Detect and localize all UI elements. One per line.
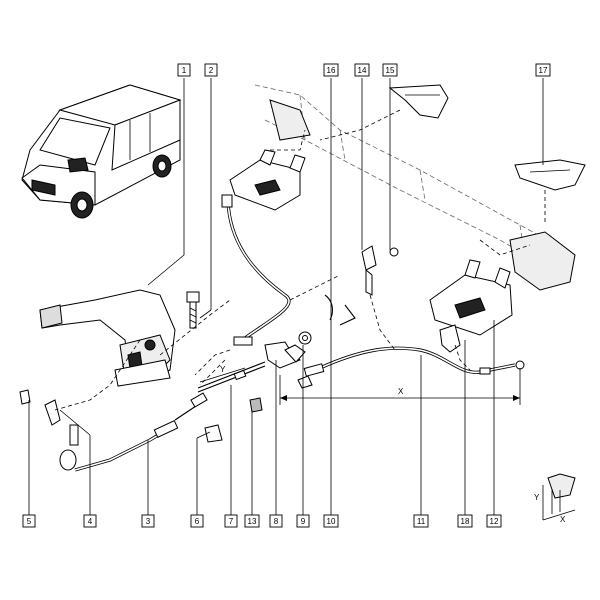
callout-9: 9 [296, 514, 310, 528]
callout-10-label: 10 [327, 517, 336, 526]
callout-12: 12 [486, 514, 502, 528]
upper-bracket-left [388, 84, 449, 119]
dimension-inset: Y X [534, 473, 576, 524]
callout-7: 7 [224, 514, 238, 528]
callout-11: 11 [413, 514, 429, 528]
callout-2-label: 2 [209, 66, 214, 75]
callout-16-label: 16 [327, 66, 336, 75]
callout-4-label: 4 [88, 517, 93, 526]
callout-15-label: 15 [386, 66, 395, 75]
callout-8-label: 8 [274, 517, 279, 526]
callout-11-label: 11 [417, 517, 426, 526]
equalizer-rod [197, 361, 266, 393]
rear-cable [303, 346, 525, 377]
callout-13: 13 [244, 514, 260, 528]
rear-frame-bracket [429, 259, 513, 336]
callout-3: 3 [141, 514, 155, 528]
callout-14-label: 14 [358, 66, 367, 75]
callout-6: 6 [190, 514, 204, 528]
upper-bracket-right [514, 159, 586, 191]
callout-17: 17 [535, 63, 551, 77]
callout-13-label: 13 [248, 517, 257, 526]
equalizer-bracket [264, 341, 306, 369]
rear-frame-outline [254, 84, 576, 291]
callout-leaders [28, 78, 544, 515]
dimension-x-label: X [398, 387, 404, 396]
callout-6-label: 6 [195, 517, 200, 526]
callout-3-label: 3 [146, 517, 151, 526]
van-illustration [21, 84, 182, 219]
callout-5: 5 [22, 514, 36, 528]
callout-12-label: 12 [490, 517, 499, 526]
dimension-y: Y [199, 365, 246, 383]
callout-4: 4 [83, 514, 97, 528]
callout-5-label: 5 [27, 517, 32, 526]
callout-14: 14 [354, 63, 370, 77]
lever-bolt [186, 291, 200, 329]
callout-17-label: 17 [539, 66, 548, 75]
inset-y-label: Y [534, 493, 540, 502]
callout-10: 10 [323, 514, 339, 528]
callout-18-label: 18 [461, 517, 470, 526]
callout-16: 16 [323, 63, 339, 77]
callout-18: 18 [457, 514, 473, 528]
dimension-x: X [279, 368, 521, 405]
callout-9-label: 9 [301, 517, 306, 526]
callout-8: 8 [269, 514, 283, 528]
small-fittings [19, 245, 461, 446]
front-frame-bracket [229, 149, 306, 211]
callout-1-label: 1 [182, 66, 187, 75]
callout-7-label: 7 [229, 517, 234, 526]
dimension-y-label: Y [220, 365, 226, 374]
callout-15: 15 [382, 63, 398, 77]
primary-cable [221, 194, 291, 346]
front-cable [59, 392, 208, 472]
callout-2: 2 [204, 63, 218, 77]
inset-x-label: X [560, 515, 566, 524]
callout-1: 1 [177, 63, 191, 77]
handbrake-lever [39, 289, 176, 387]
